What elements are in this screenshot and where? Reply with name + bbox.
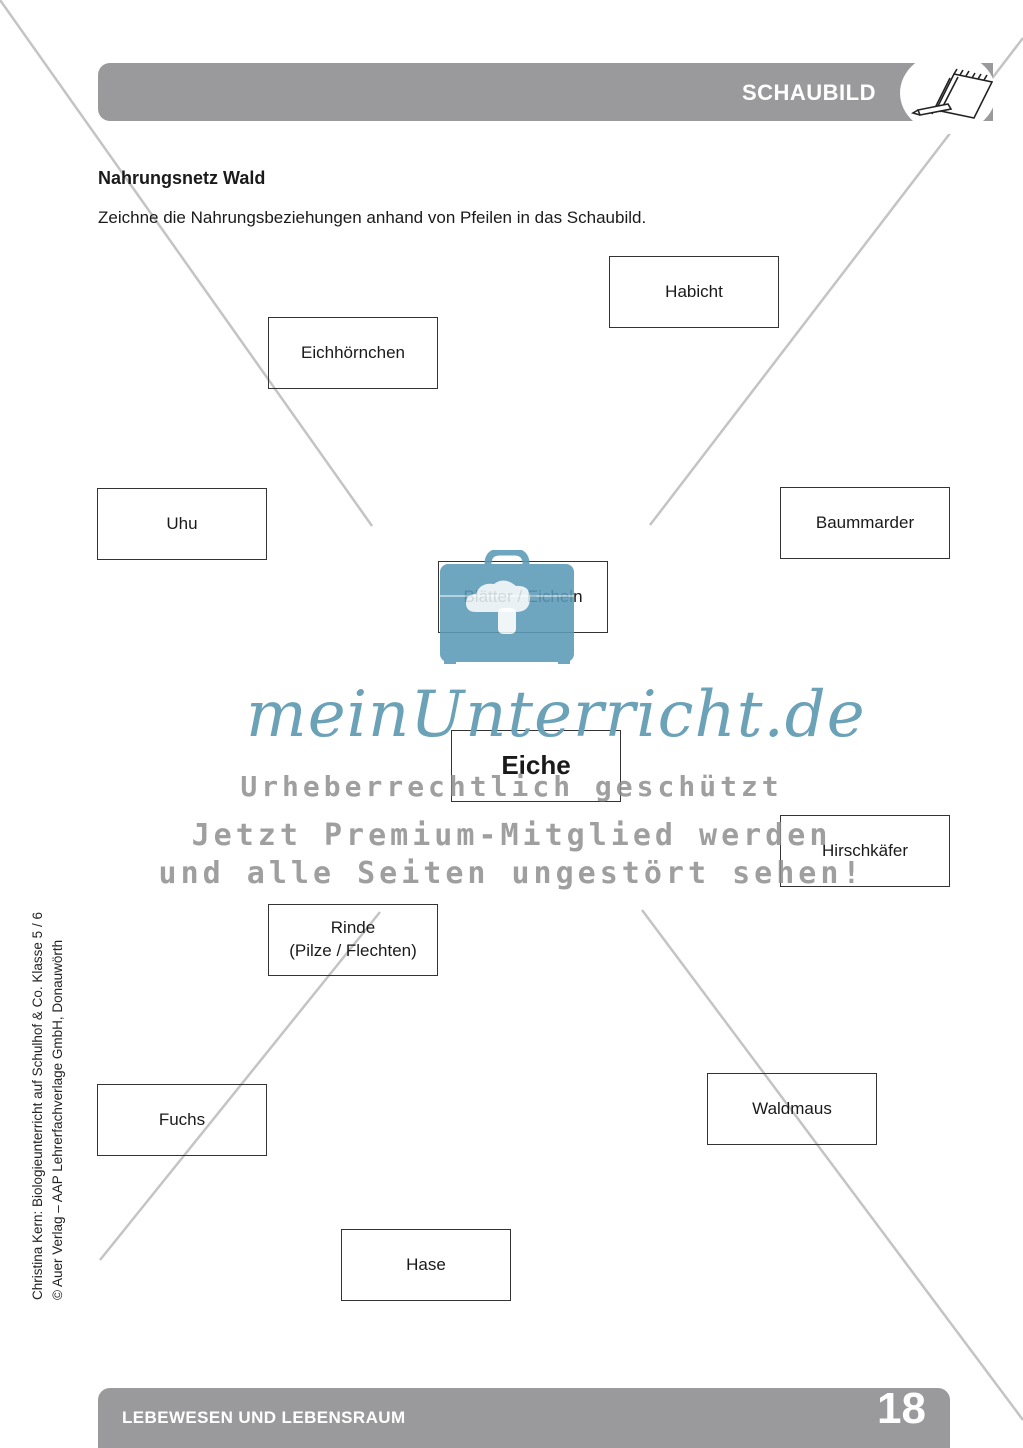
watermark-logo: meinUnterricht.de <box>246 678 866 752</box>
watermark-unlock: und alle Seiten ungestört sehen! <box>158 856 865 891</box>
box-habicht: Habicht <box>609 256 779 328</box>
box-rinde-line1: Rinde <box>330 918 376 938</box>
box-hirschkaefer: Hirschkäfer <box>780 815 950 887</box>
credit-publisher: © Auer Verlag – AAP Lehrerfachverlage Gm… <box>49 939 65 1300</box>
footer-title: LEBEWESEN UND LEBENSRAUM <box>122 1408 406 1427</box>
box-waldmaus: Waldmaus <box>707 1073 877 1145</box>
worksheet-title: Nahrungsnetz Wald <box>98 168 266 188</box>
credit-text: Christina Kern: Biologieunterricht auf S… <box>28 912 67 1300</box>
box-rinde-line2: (Pilze / Flechten) <box>289 941 417 960</box>
box-hase: Hase <box>341 1229 511 1301</box>
header-bar: SCHAUBILD <box>98 63 993 121</box>
box-uhu: Uhu <box>97 488 267 560</box>
box-baummarder: Baummarder <box>780 487 950 559</box>
footer-bar: LEBEWESEN UND LEBENSRAUM 18 <box>98 1384 950 1448</box>
box-rinde: Rinde (Pilze / Flechten) <box>268 904 438 976</box>
page-number: 18 <box>877 1384 926 1433</box>
box-eichhoernchen: Eichhörnchen <box>268 317 438 389</box>
school-bag-icon <box>440 550 574 664</box>
box-eiche: Eiche <box>451 730 621 802</box>
section-title: SCHAUBILD <box>741 80 876 105</box>
notepad-pencil-icon <box>911 68 994 119</box>
credit-author: Christina Kern: Biologieunterricht auf S… <box>30 912 45 1300</box>
watermark-premium: Jetzt Premium-Mitglied werden <box>191 818 832 853</box>
worksheet-task: Zeichne die Nahrungsbeziehungen anhand v… <box>98 208 647 227</box>
box-fuchs: Fuchs <box>97 1084 267 1156</box>
watermark-copyright: Urheberrechtlich geschützt <box>240 770 783 803</box>
